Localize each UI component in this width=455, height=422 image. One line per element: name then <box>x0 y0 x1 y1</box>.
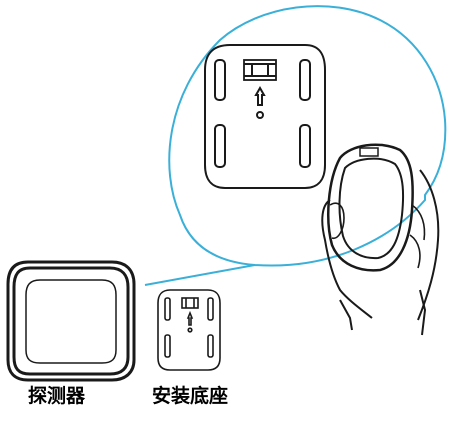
detector-device <box>6 260 136 382</box>
detector-label: 探测器 <box>28 385 86 407</box>
callout-bubble <box>144 5 447 286</box>
mounting-base-enlarged <box>204 44 326 189</box>
mounting-base-label: 安装底座 <box>152 385 229 407</box>
mounting-base-small <box>157 289 221 371</box>
detector-in-hand <box>321 143 440 336</box>
